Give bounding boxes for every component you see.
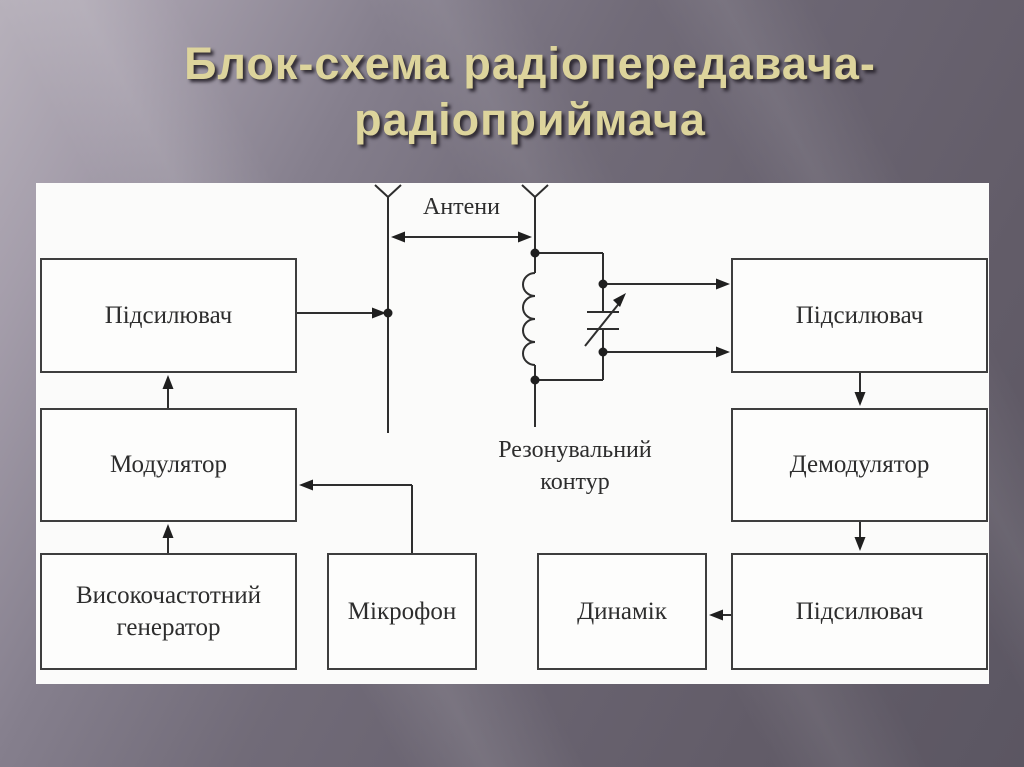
block-amplifier-af-label: Підсилювач [795,597,924,625]
block-amplifier-tx: Підсилювач [40,258,297,373]
block-microphone: Мікрофон [327,553,477,670]
resonant-circuit-label-line1: Резонувальний [498,437,652,463]
arrowhead-amp-af-down-icon [854,537,866,551]
block-modulator-label: Модулятор [109,451,228,479]
arrowhead-speaker-icon [709,609,723,621]
diagram-panel: Підсилювач Модулятор Високочастотний ген… [36,183,989,684]
arrowhead-amp-rx-top-icon [716,278,730,290]
arrowhead-capacitor-icon [613,293,626,307]
slide-title-line1: Блок-схема радіопередавача- [184,38,876,89]
block-speaker: Динамік [537,553,707,670]
block-speaker-label: Динамік [577,597,667,625]
block-amplifier-af: Підсилювач [731,553,988,670]
arrowhead-modulator-up-icon [162,375,174,389]
block-demodulator: Демодулятор [731,408,988,522]
antenna-label: Антени [422,194,500,220]
arrowhead-amp-rx-bottom-icon [716,346,730,358]
junction-dot [530,248,540,258]
block-demodulator-label: Демодулятор [789,451,930,479]
junction-dot [530,375,540,385]
diagram-connectors [162,184,866,621]
block-amplifier-tx-label: Підсилювач [104,301,233,329]
block-hf-generator: Високочастотний генератор [40,553,297,670]
arrowhead-amp-tx-icon [372,307,386,319]
slide-title-line2: радіоприймача [354,94,706,145]
resonant-circuit-label-line2: контур [540,469,610,495]
arrowhead-demod-down-icon [854,392,866,406]
junction-dot [598,347,608,357]
junction-dot [598,279,608,289]
arrowhead-left-icon [391,231,405,243]
junction-dot [383,308,393,318]
inductor-icon [522,272,536,366]
block-microphone-label: Мікрофон [347,597,457,625]
resonant-circuit-label: Резонувальний контур [465,434,685,498]
block-amplifier-rx-label: Підсилювач [795,301,924,329]
slide-title: Блок-схема радіопередавача- радіоприймач… [36,36,1024,148]
block-hf-generator-label: Високочастотний генератор [76,582,261,641]
arrowhead-generator-up-icon [162,524,174,538]
arrowhead-right-icon [518,231,532,243]
block-amplifier-rx: Підсилювач [731,258,988,373]
block-modulator: Модулятор [40,408,297,522]
arrowhead-mic-icon [299,479,313,491]
variable-capacitor-arrow [584,300,622,347]
